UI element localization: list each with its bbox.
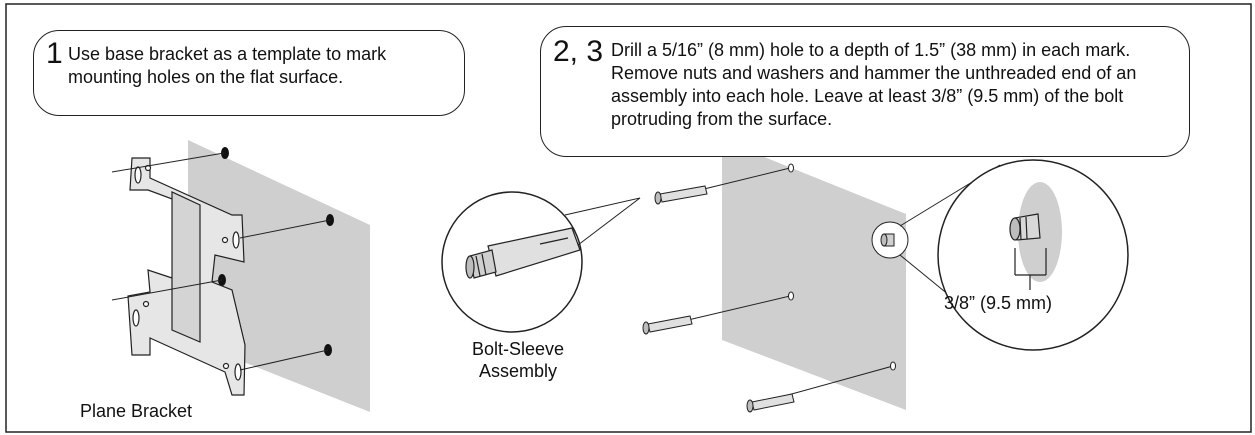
step-1-text: Use base bracket as a template to mark m… [68,44,387,87]
dimension-bracket [1014,248,1047,290]
step-1-callout: 1 Use base bracket as a template to mark… [33,30,465,116]
wall-left [188,140,370,412]
alignment-lines [111,152,331,371]
bolt-sleeve-large [465,227,581,279]
hole-mark [221,147,229,159]
bolt-sleeve-label-line2: Assembly [478,361,558,381]
bolt-protrusion-small [880,233,895,247]
magnifier-pointer [564,197,641,246]
step-2-3-text: Drill a 5/16” (8 mm) hole to a depth of … [611,40,1137,129]
protrusion-dimension-label: 3/8” (9.5 mm) [944,293,1053,313]
outer-frame [5,3,1252,433]
step-1-number: 1 [46,37,63,70]
bolt-sleeve-label: Bolt-Sleeve Assembly [458,338,578,382]
wall-right [722,140,906,410]
step-2-3-number: 2, 3 [553,35,604,68]
drilled-holes [788,163,896,371]
bolt-sleeve-label-line1: Bolt-Sleeve [471,339,565,359]
step-2-3-callout: 2, 3 Drill a 5/16” (8 mm) hole to a dept… [540,26,1190,157]
bolt-sleeve-small [642,185,795,413]
bolt-protrusion-large [1009,213,1041,241]
plane-bracket-drawing [127,157,246,396]
plane-bracket-label: Plane Bracket [80,401,193,421]
